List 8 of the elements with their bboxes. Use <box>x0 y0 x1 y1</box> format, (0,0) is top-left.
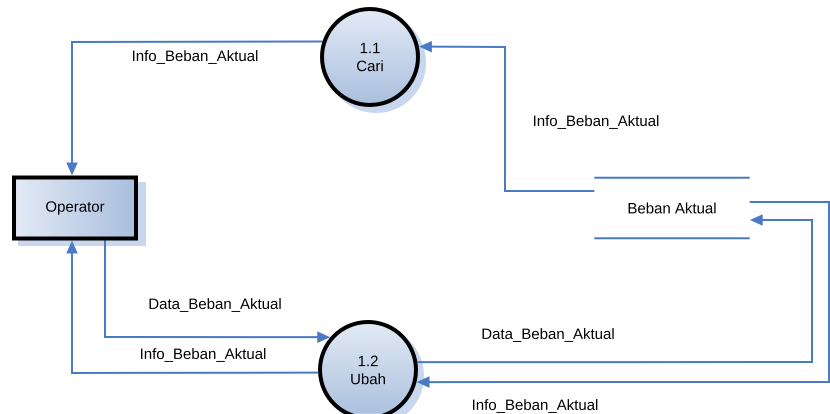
data-store: Beban Aktual <box>594 176 750 240</box>
edge-label: Info_Beban_Aktual <box>130 49 260 65</box>
edge-label: Info_Beban_Aktual <box>470 398 600 414</box>
edge-label: Info_Beban_Aktual <box>138 347 268 363</box>
edge-label: Data_Beban_Aktual <box>480 327 616 343</box>
edge-label: Info_Beban_Aktual <box>532 114 660 130</box>
entity-box: Operator <box>12 176 146 246</box>
edge-label: Data_Beban_Aktual <box>147 297 283 313</box>
